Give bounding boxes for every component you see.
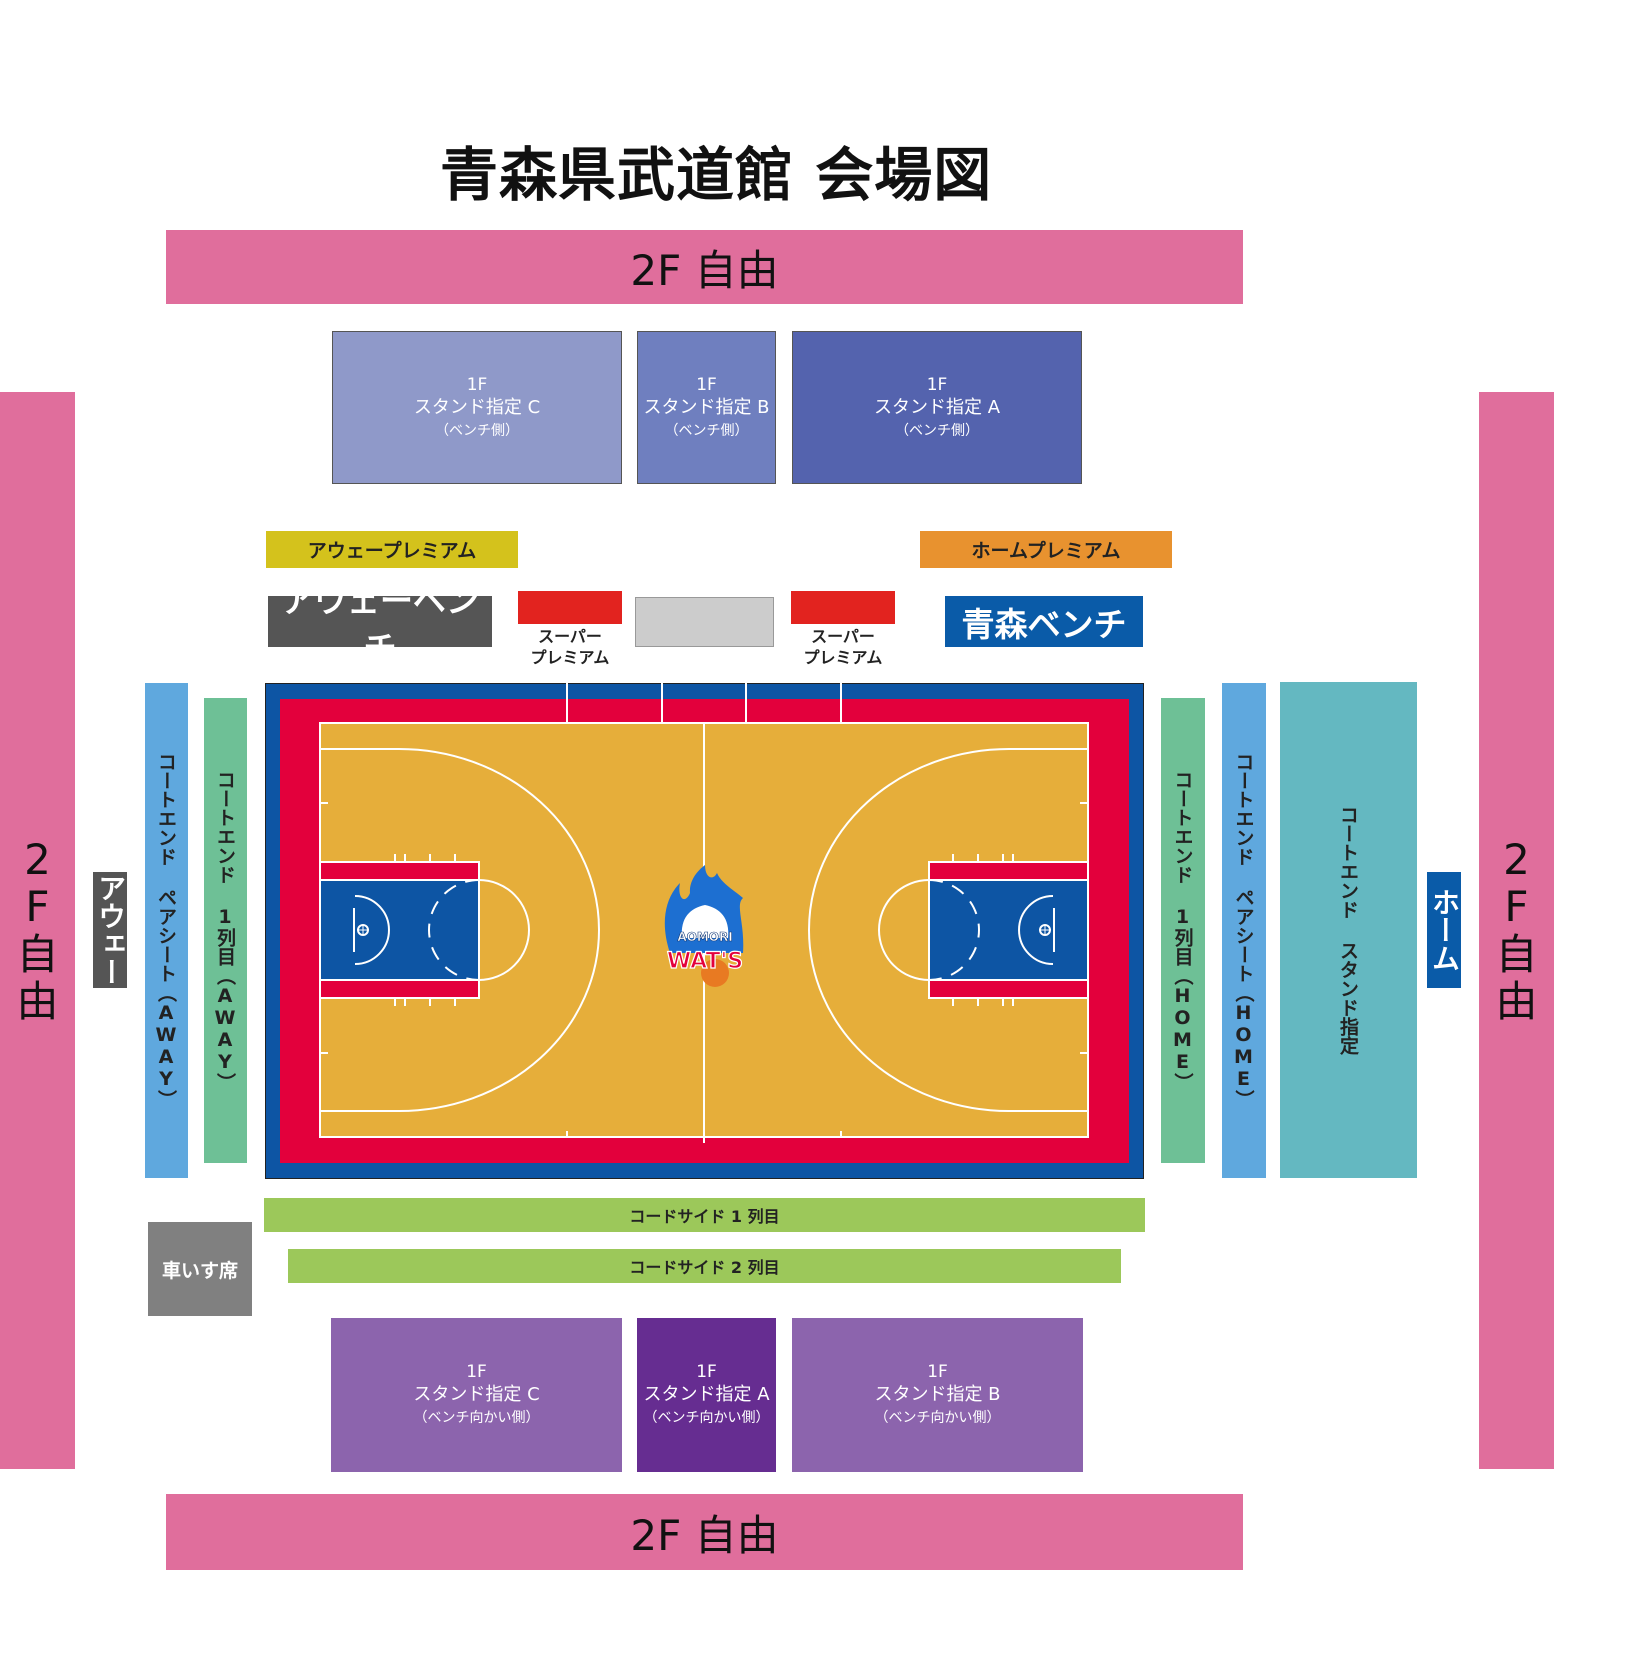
court-end-row1-home-label: コートエンド 1列目（HOME） (1171, 769, 1194, 1092)
court-end-row1-home[interactable]: コートエンド 1列目（HOME） (1161, 698, 1205, 1163)
free-2f-left-char: 2 (24, 835, 51, 885)
away-side-text: アウェー (94, 874, 127, 986)
stand-floor: 1F (927, 1362, 948, 1382)
team-logo: AOMORI WAT'S (664, 865, 744, 987)
away-premium[interactable]: アウェープレミアム (266, 531, 518, 568)
free-2f-right-char: 自 (1495, 929, 1538, 979)
stand-name: スタンド指定 C (413, 396, 541, 418)
stand-side: （ベンチ側） (435, 422, 519, 439)
free-2f-bottom[interactable]: 2F 自由 (166, 1494, 1243, 1570)
stand-floor: 1F (696, 1362, 717, 1382)
free-2f-left-char: F (25, 882, 50, 932)
stand-side: （ベンチ向かい側） (413, 1410, 540, 1426)
away-premium-label: アウェープレミアム (307, 540, 477, 562)
super-premium-line: スーパー (811, 627, 875, 646)
officials-table (635, 597, 774, 647)
courtside-row1-label: コードサイド 1 列目 (629, 1207, 780, 1226)
home-premium[interactable]: ホームプレミアム (920, 531, 1172, 568)
stand-name: スタンド指定 A (873, 396, 1001, 418)
stand-a-bench-side[interactable]: 1F スタンド指定 A （ベンチ側） (792, 331, 1082, 484)
court-end-row1-away-label: コートエンド 1列目（AWAY） (214, 769, 236, 1092)
logo-line2: WAT'S (667, 949, 743, 974)
stand-floor: 1F (926, 374, 948, 395)
courtside-row2-label: コードサイド 2 列目 (629, 1258, 780, 1277)
free-2f-top[interactable]: 2F 自由 (166, 230, 1243, 304)
free-2f-bottom-label: 2F 自由 (630, 1510, 779, 1560)
court-end-home-stand-label: コートエンド スタンド指定 (1337, 805, 1359, 1055)
stand-name: スタンド指定 A (643, 1384, 770, 1405)
home-side-label: ホーム (1427, 872, 1461, 988)
stand-b-opposite-side[interactable]: 1F スタンド指定 B （ベンチ向かい側） (792, 1318, 1083, 1472)
stand-name: スタンド指定 B (643, 396, 770, 418)
super-premium-left[interactable] (518, 591, 622, 624)
wheelchair-seats[interactable]: 車いす席 (148, 1222, 252, 1316)
super-premium-line: プレミアム (803, 648, 883, 667)
court-end-pair-away-label: コートエンド ペアシート（AWAY） (155, 752, 177, 1109)
free-2f-left[interactable]: 2 F 自 由 (0, 392, 75, 1469)
courtside-row1[interactable]: コードサイド 1 列目 (264, 1198, 1145, 1232)
away-bench-label: アウェーベンチ (281, 580, 479, 668)
court-end-row1-away[interactable]: コートエンド 1列目（AWAY） (204, 698, 247, 1163)
home-bench-label: 青森ベンチ (961, 604, 1127, 644)
stand-side: （ベンチ向かい側） (643, 1410, 770, 1426)
stand-c-opposite-side[interactable]: 1F スタンド指定 C （ベンチ向かい側） (331, 1318, 622, 1472)
stand-floor: 1F (696, 374, 717, 395)
court-graphic: AOMORI WAT'S (264, 682, 1145, 1180)
court-end-home-stand[interactable]: コートエンド スタンド指定 (1280, 682, 1417, 1178)
free-2f-top-label: 2F 自由 (630, 245, 779, 295)
free-2f-right-char: 2 (1503, 835, 1530, 885)
court-end-pair-home-label: コートエンド ペアシート（HOME） (1232, 752, 1255, 1109)
stand-side: （ベンチ側） (664, 422, 749, 439)
home-bench: 青森ベンチ (945, 596, 1143, 647)
stand-b-bench-side[interactable]: 1F スタンド指定 B （ベンチ側） (637, 331, 776, 484)
home-side-text: ホーム (1428, 888, 1461, 972)
away-side-label: アウェー (93, 872, 127, 988)
basketball-court: AOMORI WAT'S (264, 682, 1145, 1180)
super-premium-line: スーパー (538, 627, 602, 646)
away-bench: アウェーベンチ (268, 581, 492, 668)
courtside-row2[interactable]: コードサイド 2 列目 (288, 1249, 1121, 1283)
page-title: 青森県武道館 会場図 (440, 141, 993, 209)
logo-line1: AOMORI (677, 930, 732, 944)
free-2f-right-char: F (1504, 882, 1529, 932)
free-2f-right[interactable]: 2 F 自 由 (1479, 392, 1554, 1469)
stand-side: （ベンチ向かい側） (874, 1410, 1001, 1426)
free-2f-right-char: 由 (1495, 976, 1538, 1026)
stand-name: スタンド指定 B (874, 1384, 1001, 1405)
super-premium-left-label: スーパー プレミアム (505, 625, 635, 669)
stand-name: スタンド指定 C (413, 1384, 540, 1405)
stand-side: （ベンチ側） (895, 422, 979, 439)
court-end-pair-home[interactable]: コートエンド ペアシート（HOME） (1222, 683, 1266, 1178)
super-premium-right[interactable] (791, 591, 895, 624)
super-premium-right-label: スーパー プレミアム (778, 625, 908, 669)
court-end-pair-away[interactable]: コートエンド ペアシート（AWAY） (145, 683, 188, 1178)
home-premium-label: ホームプレミアム (971, 540, 1121, 562)
super-premium-line: プレミアム (530, 648, 610, 667)
stand-floor: 1F (466, 374, 488, 395)
stand-a-opposite-side[interactable]: 1F スタンド指定 A （ベンチ向かい側） (637, 1318, 776, 1472)
stand-c-bench-side[interactable]: 1F スタンド指定 C （ベンチ側） (332, 331, 622, 484)
free-2f-left-char: 由 (16, 976, 59, 1026)
stand-floor: 1F (466, 1362, 487, 1382)
wheelchair-label: 車いす席 (161, 1259, 238, 1282)
free-2f-left-char: 自 (16, 929, 59, 979)
